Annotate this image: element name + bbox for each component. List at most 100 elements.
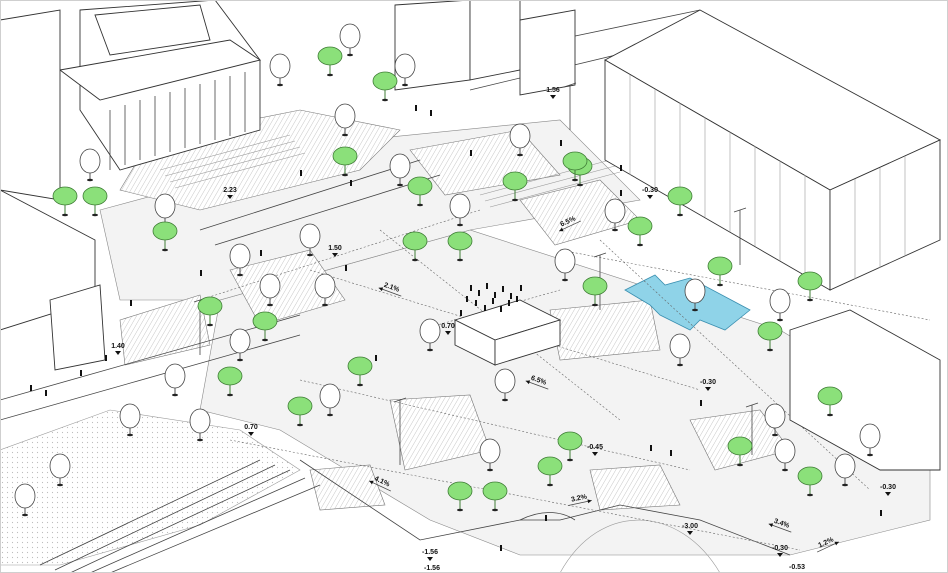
pedestrian [510, 293, 512, 299]
tree [314, 273, 336, 307]
elevation-marker: 2.23 [223, 187, 237, 199]
elevation-text: -0.30 [642, 187, 658, 194]
pedestrian [484, 305, 486, 311]
pedestrian [492, 298, 494, 304]
tree [317, 46, 343, 77]
pedestrian [545, 515, 547, 521]
tree [419, 318, 441, 352]
tree [859, 423, 881, 457]
pedestrian [500, 545, 502, 551]
tree [557, 431, 583, 462]
tree [189, 408, 211, 442]
pedestrian [650, 445, 652, 451]
pedestrian [350, 180, 352, 186]
tree [449, 193, 471, 227]
pedestrian [508, 300, 510, 306]
tree [332, 146, 358, 177]
elevation-text: -3.00 [682, 523, 698, 530]
elevation-text: -0.53 [789, 564, 805, 571]
elevation-text: 1.56 [546, 87, 560, 94]
tree [217, 366, 243, 397]
right-lower-building [789, 309, 941, 471]
central-kiosk [453, 299, 562, 366]
pedestrian [520, 285, 522, 291]
pedestrian [30, 385, 32, 391]
pedestrian [130, 300, 132, 306]
elevation-text: -0.30 [700, 379, 716, 386]
left-building [0, 9, 61, 201]
tree [407, 176, 433, 207]
curved-bench [519, 512, 576, 521]
tree [447, 481, 473, 512]
tree [259, 273, 281, 307]
plaza-lower-edge [299, 459, 791, 556]
tree [252, 311, 278, 342]
pedestrian [80, 370, 82, 376]
tree [817, 386, 843, 417]
pedestrian [620, 190, 622, 196]
left-gate [49, 284, 106, 371]
pedestrian [486, 283, 488, 289]
street-edge-2 [0, 334, 301, 421]
elevation-text: -0.45 [587, 444, 603, 451]
tree [707, 256, 733, 287]
street-edge-3 [199, 159, 421, 231]
slope-marker: 2.1% [378, 282, 402, 297]
tree [152, 221, 178, 252]
pedestrian [500, 306, 502, 312]
pedestrian [560, 140, 562, 146]
elevation-marker: 0.70 [244, 424, 258, 436]
elevation-text: -1.56 [424, 565, 440, 572]
tree [339, 23, 361, 57]
tree [769, 288, 791, 322]
paving-bed-8 [309, 464, 386, 511]
glass-pavilion [604, 9, 942, 291]
slope-text: 3.2% [571, 493, 589, 503]
elevation-marker: -0.30 [772, 545, 788, 557]
tree [229, 243, 251, 277]
tree [14, 483, 36, 517]
tree [287, 396, 313, 427]
tree [834, 453, 856, 487]
pedestrian [475, 300, 477, 306]
pedestrian [415, 105, 417, 111]
elevation-marker: 1.56 [546, 87, 560, 99]
lamp-post [733, 207, 747, 265]
tree [627, 216, 653, 247]
tree [667, 186, 693, 217]
tree [197, 296, 223, 327]
elevation-marker: -1.56 [424, 565, 440, 572]
elevation-marker: -3.00 [682, 523, 698, 535]
tree [119, 403, 141, 437]
elevation-text: 1.40 [111, 343, 125, 350]
tree [764, 403, 786, 437]
tree [82, 186, 108, 217]
elevation-marker: -0.30 [700, 379, 716, 391]
pedestrian [345, 265, 347, 271]
tree [229, 328, 251, 362]
elevation-text: 0.70 [441, 323, 455, 330]
lamp-post [563, 82, 577, 130]
tree [509, 123, 531, 157]
pedestrian [466, 296, 468, 302]
pedestrian [516, 296, 518, 302]
elevation-marker: 1.50 [328, 245, 342, 257]
elevation-marker: 1.40 [111, 343, 125, 355]
tree [79, 148, 101, 182]
tree [482, 481, 508, 512]
tree [49, 453, 71, 487]
tree [502, 171, 528, 202]
tree [347, 356, 373, 387]
pedestrian [260, 250, 262, 256]
pedestrian [45, 390, 47, 396]
buildings [0, 0, 942, 471]
paving-bed-4 [119, 294, 211, 366]
paving-bed-3 [229, 249, 346, 326]
water-pool [624, 274, 751, 331]
lower-steps [39, 459, 321, 573]
tree [389, 153, 411, 187]
pedestrians [30, 105, 882, 551]
tree [582, 276, 608, 307]
paving-bed-6 [549, 299, 661, 361]
pedestrian [200, 270, 202, 276]
